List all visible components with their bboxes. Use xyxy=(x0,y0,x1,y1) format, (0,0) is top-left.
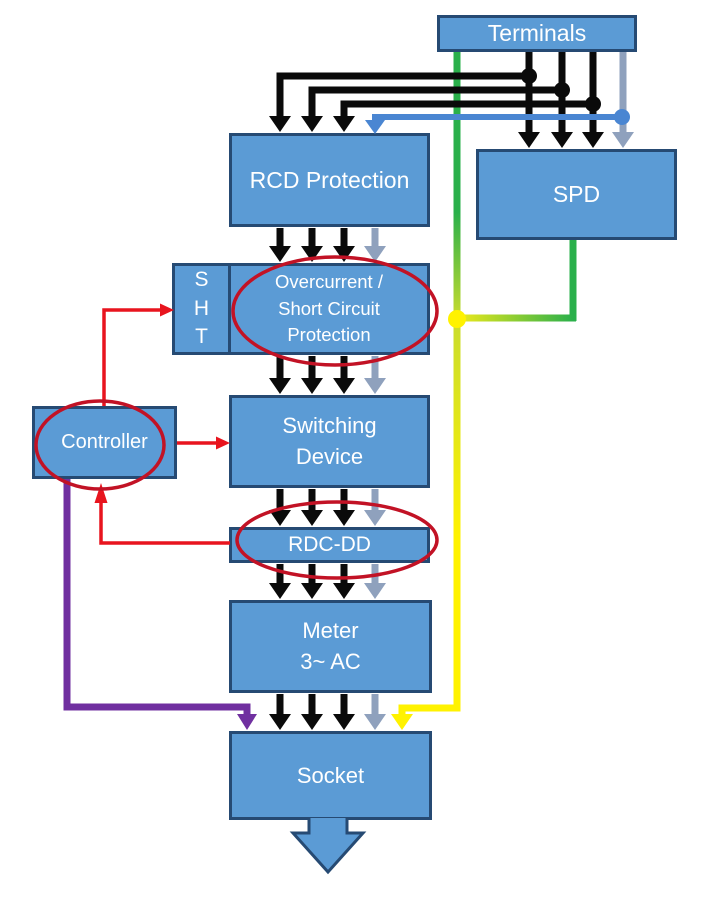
socket-flow-arrow xyxy=(289,818,367,875)
black-junction-dot-3 xyxy=(585,96,601,112)
node-controller-label: Controller xyxy=(61,431,148,453)
sht-letter-t: T xyxy=(195,325,208,349)
chain-arrows-meter-to-socket xyxy=(269,694,386,730)
node-rdc-dd: RDC-DD xyxy=(229,527,430,563)
node-switching-line2: Device xyxy=(295,443,364,469)
node-rdc-dd-label: RDC-DD xyxy=(288,533,371,556)
node-switching-line1: Switching xyxy=(282,412,377,438)
sht-letter-h: H xyxy=(193,296,210,320)
node-switching-device: Switching Device xyxy=(229,395,430,488)
terminals-to-spd-arrows xyxy=(518,52,634,148)
node-controller: Controller xyxy=(32,406,177,479)
node-terminals-label: Terminals xyxy=(487,20,587,46)
yellow-junction-dot xyxy=(448,310,466,328)
node-spd-label: SPD xyxy=(552,181,601,207)
purple-arrowhead xyxy=(237,714,257,730)
blue-arrowhead xyxy=(365,120,385,134)
blue-junction-dot xyxy=(614,109,630,125)
node-socket: Socket xyxy=(229,731,432,820)
node-sht: S H T xyxy=(175,266,231,352)
black-junction-dot-1 xyxy=(521,68,537,84)
node-terminals: Terminals xyxy=(437,15,637,52)
black-junction-dot-2 xyxy=(554,82,570,98)
node-overcurrent: Overcurrent / Short Circuit Protection xyxy=(231,266,427,352)
chain-arrows-switching-to-rdcdd xyxy=(269,489,386,526)
node-rcd-protection: RCD Protection xyxy=(229,133,430,227)
chain-arrows-overcurrent-to-switching xyxy=(269,356,386,394)
node-meter-line2: 3~ AC xyxy=(300,648,361,674)
node-overcurrent-line3: Protection xyxy=(287,324,371,346)
yellow-arrowhead xyxy=(391,714,413,730)
node-overcurrent-line2: Short Circuit xyxy=(278,297,380,319)
node-meter-line1: Meter xyxy=(302,617,359,643)
sht-letter-s: S xyxy=(194,267,209,291)
terminals-to-rcd-black-lines xyxy=(269,72,593,132)
node-sht-overcurrent-group: S H T Overcurrent / Short Circuit Protec… xyxy=(172,263,430,355)
chain-arrows-rcd-to-overcurrent xyxy=(269,228,386,262)
red-arrowhead-to-controller xyxy=(94,483,108,503)
node-meter: Meter 3~ AC xyxy=(229,600,432,693)
node-rcd-protection-label: RCD Protection xyxy=(249,166,410,193)
red-arrowhead-to-switching xyxy=(216,436,230,450)
node-overcurrent-line1: Overcurrent / xyxy=(275,270,383,292)
blue-tap-line xyxy=(365,109,630,134)
node-socket-label: Socket xyxy=(296,762,365,788)
node-spd: SPD xyxy=(476,149,677,240)
chain-arrows-rdcdd-to-meter xyxy=(269,564,386,599)
